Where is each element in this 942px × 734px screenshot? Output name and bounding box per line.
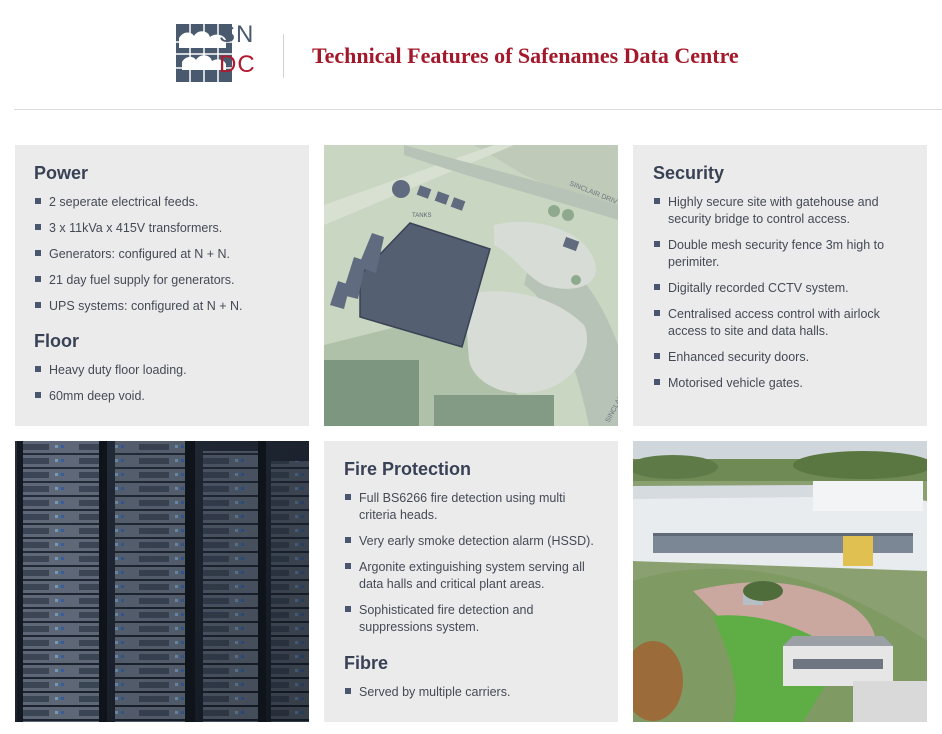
list-item: Very early smoke detection alarm (HSSD). bbox=[344, 533, 604, 550]
header-rule bbox=[14, 109, 942, 110]
floor-list: Heavy duty floor loading. 60mm deep void… bbox=[34, 362, 293, 405]
logo-line-dc: DC bbox=[219, 51, 256, 78]
fibre-list: Served by multiple carriers. bbox=[344, 684, 604, 701]
floor-heading: Floor bbox=[34, 331, 79, 351]
list-item: 3 x 11kVa x 415V transformers. bbox=[34, 220, 293, 237]
sndc-logo bbox=[176, 24, 232, 82]
logo-line-sn: SN bbox=[219, 21, 255, 48]
fire-list: Full BS6266 fire detection using multi c… bbox=[344, 490, 604, 636]
server-rack-photo bbox=[15, 441, 309, 722]
list-item: Served by multiple carriers. bbox=[344, 684, 604, 701]
power-heading: Power bbox=[34, 163, 89, 183]
list-item: Digitally recorded CCTV system. bbox=[653, 280, 913, 297]
header-divider bbox=[283, 34, 284, 78]
list-item: Enhanced security doors. bbox=[653, 349, 913, 366]
security-heading: Security bbox=[653, 163, 725, 183]
list-item: UPS systems: configured at N + N. bbox=[34, 298, 293, 315]
page-title: Technical Features of Safenames Data Cen… bbox=[312, 43, 739, 68]
list-item: 60mm deep void. bbox=[34, 388, 293, 405]
list-item: Sophisticated fire detection and suppres… bbox=[344, 602, 604, 636]
site-plan-map: SINCLAIR DRIV SINCLAIR DRIVE TANKS bbox=[324, 145, 618, 426]
list-item: Generators: configured at N + N. bbox=[34, 246, 293, 263]
security-list: Highly secure site with gatehouse and se… bbox=[653, 194, 913, 392]
fibre-heading: Fibre bbox=[344, 653, 389, 673]
list-item: Heavy duty floor loading. bbox=[34, 362, 293, 379]
power-list: 2 seperate electrical feeds. 3 x 11kVa x… bbox=[34, 194, 293, 315]
list-item: Centralised access control with airlock … bbox=[653, 306, 913, 340]
list-item: Argonite extinguishing system serving al… bbox=[344, 559, 604, 593]
list-item: 2 seperate electrical feeds. bbox=[34, 194, 293, 211]
fire-heading: Fire Protection bbox=[344, 459, 472, 479]
page-header: SN DC Technical Features of Safenames Da… bbox=[0, 0, 942, 110]
data-centre-building-photo bbox=[633, 441, 927, 722]
list-item: 21 day fuel supply for generators. bbox=[34, 272, 293, 289]
logo-wordmark: SN DC bbox=[219, 20, 256, 80]
list-item: Double mesh security fence 3m high to pe… bbox=[653, 237, 913, 271]
power-floor-card: Power 2 seperate electrical feeds. 3 x 1… bbox=[15, 145, 309, 426]
map-tanks-label: TANKS bbox=[412, 213, 432, 219]
security-card: Security Highly secure site with gatehou… bbox=[633, 145, 927, 426]
list-item: Motorised vehicle gates. bbox=[653, 375, 913, 392]
list-item: Full BS6266 fire detection using multi c… bbox=[344, 490, 604, 524]
list-item: Highly secure site with gatehouse and se… bbox=[653, 194, 913, 228]
fire-fibre-card: Fire Protection Full BS6266 fire detecti… bbox=[324, 441, 618, 722]
